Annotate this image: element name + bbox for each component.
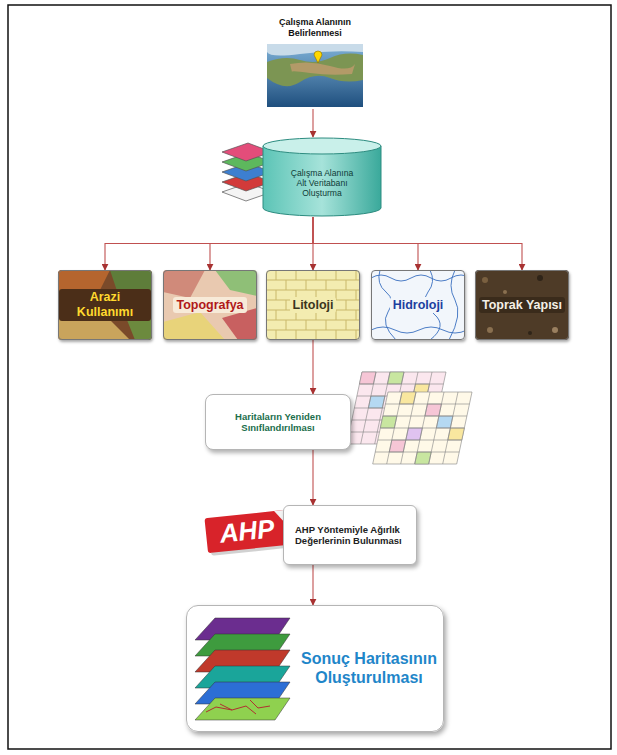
process-box: Haritaların Yeniden Sınıflandırılması bbox=[205, 394, 351, 450]
page-frame bbox=[8, 5, 611, 749]
node-text: Litoloji bbox=[290, 297, 337, 314]
process-box: AHP Yöntemiyle Ağırlık Değerlerinin Bulu… bbox=[283, 505, 417, 565]
topography-texture bbox=[163, 270, 257, 340]
node-text: Hidroloji bbox=[390, 297, 447, 314]
node-text: Topografya bbox=[173, 297, 246, 314]
flow-arrow bbox=[312, 340, 313, 394]
cylinder-body bbox=[263, 146, 381, 216]
flow-arrow bbox=[312, 450, 313, 505]
data-layer-tile: Litoloji bbox=[266, 270, 360, 340]
ahp-tag bbox=[204, 509, 293, 556]
node-text: Haritaların Yeniden Sınıflandırılması bbox=[213, 411, 343, 433]
data-layer-tile: Toprak Yapısı bbox=[475, 270, 569, 340]
flow-arrow bbox=[105, 217, 313, 270]
study-area-node: Çalışma Alanının Belirlenmesi bbox=[265, 14, 365, 109]
study-area-map bbox=[267, 44, 363, 107]
flow-arrow bbox=[210, 217, 313, 270]
hydrology-texture bbox=[371, 270, 465, 340]
flow-arrow bbox=[312, 565, 313, 605]
soil-texture bbox=[475, 270, 569, 340]
stacked-maps bbox=[195, 618, 290, 720]
data-layer-tile: Topografya bbox=[163, 270, 257, 340]
cylinder-top bbox=[263, 138, 381, 154]
node-text: Arazi Kullanımı bbox=[59, 289, 151, 321]
land-use-texture bbox=[58, 270, 152, 340]
raster-grid-icon bbox=[347, 372, 472, 464]
flow-arrow bbox=[312, 109, 313, 137]
node-text: Çalışma Alanına Alt Veritabanı Oluşturma bbox=[285, 168, 359, 198]
ahp-tag-text: AHP bbox=[205, 509, 288, 553]
flow-arrow bbox=[313, 217, 522, 270]
node-text: Toprak Yapısı bbox=[479, 297, 565, 314]
lithology-texture bbox=[266, 270, 360, 340]
result-box: Sonuç Haritasının Oluşturulması bbox=[186, 605, 444, 732]
data-layer-tile: Hidroloji bbox=[371, 270, 465, 340]
database-cylinder: Çalışma Alanına Alt Veritabanı Oluşturma bbox=[262, 137, 382, 217]
node-text: Sonuç Haritasının Oluşturulması bbox=[299, 650, 439, 688]
data-layer-tile: Arazi Kullanımı bbox=[58, 270, 152, 340]
node-text: AHP Yöntemiyle Ağırlık Değerlerinin Bulu… bbox=[295, 524, 413, 546]
node-text: Çalışma Alanının Belirlenmesi bbox=[265, 16, 365, 39]
